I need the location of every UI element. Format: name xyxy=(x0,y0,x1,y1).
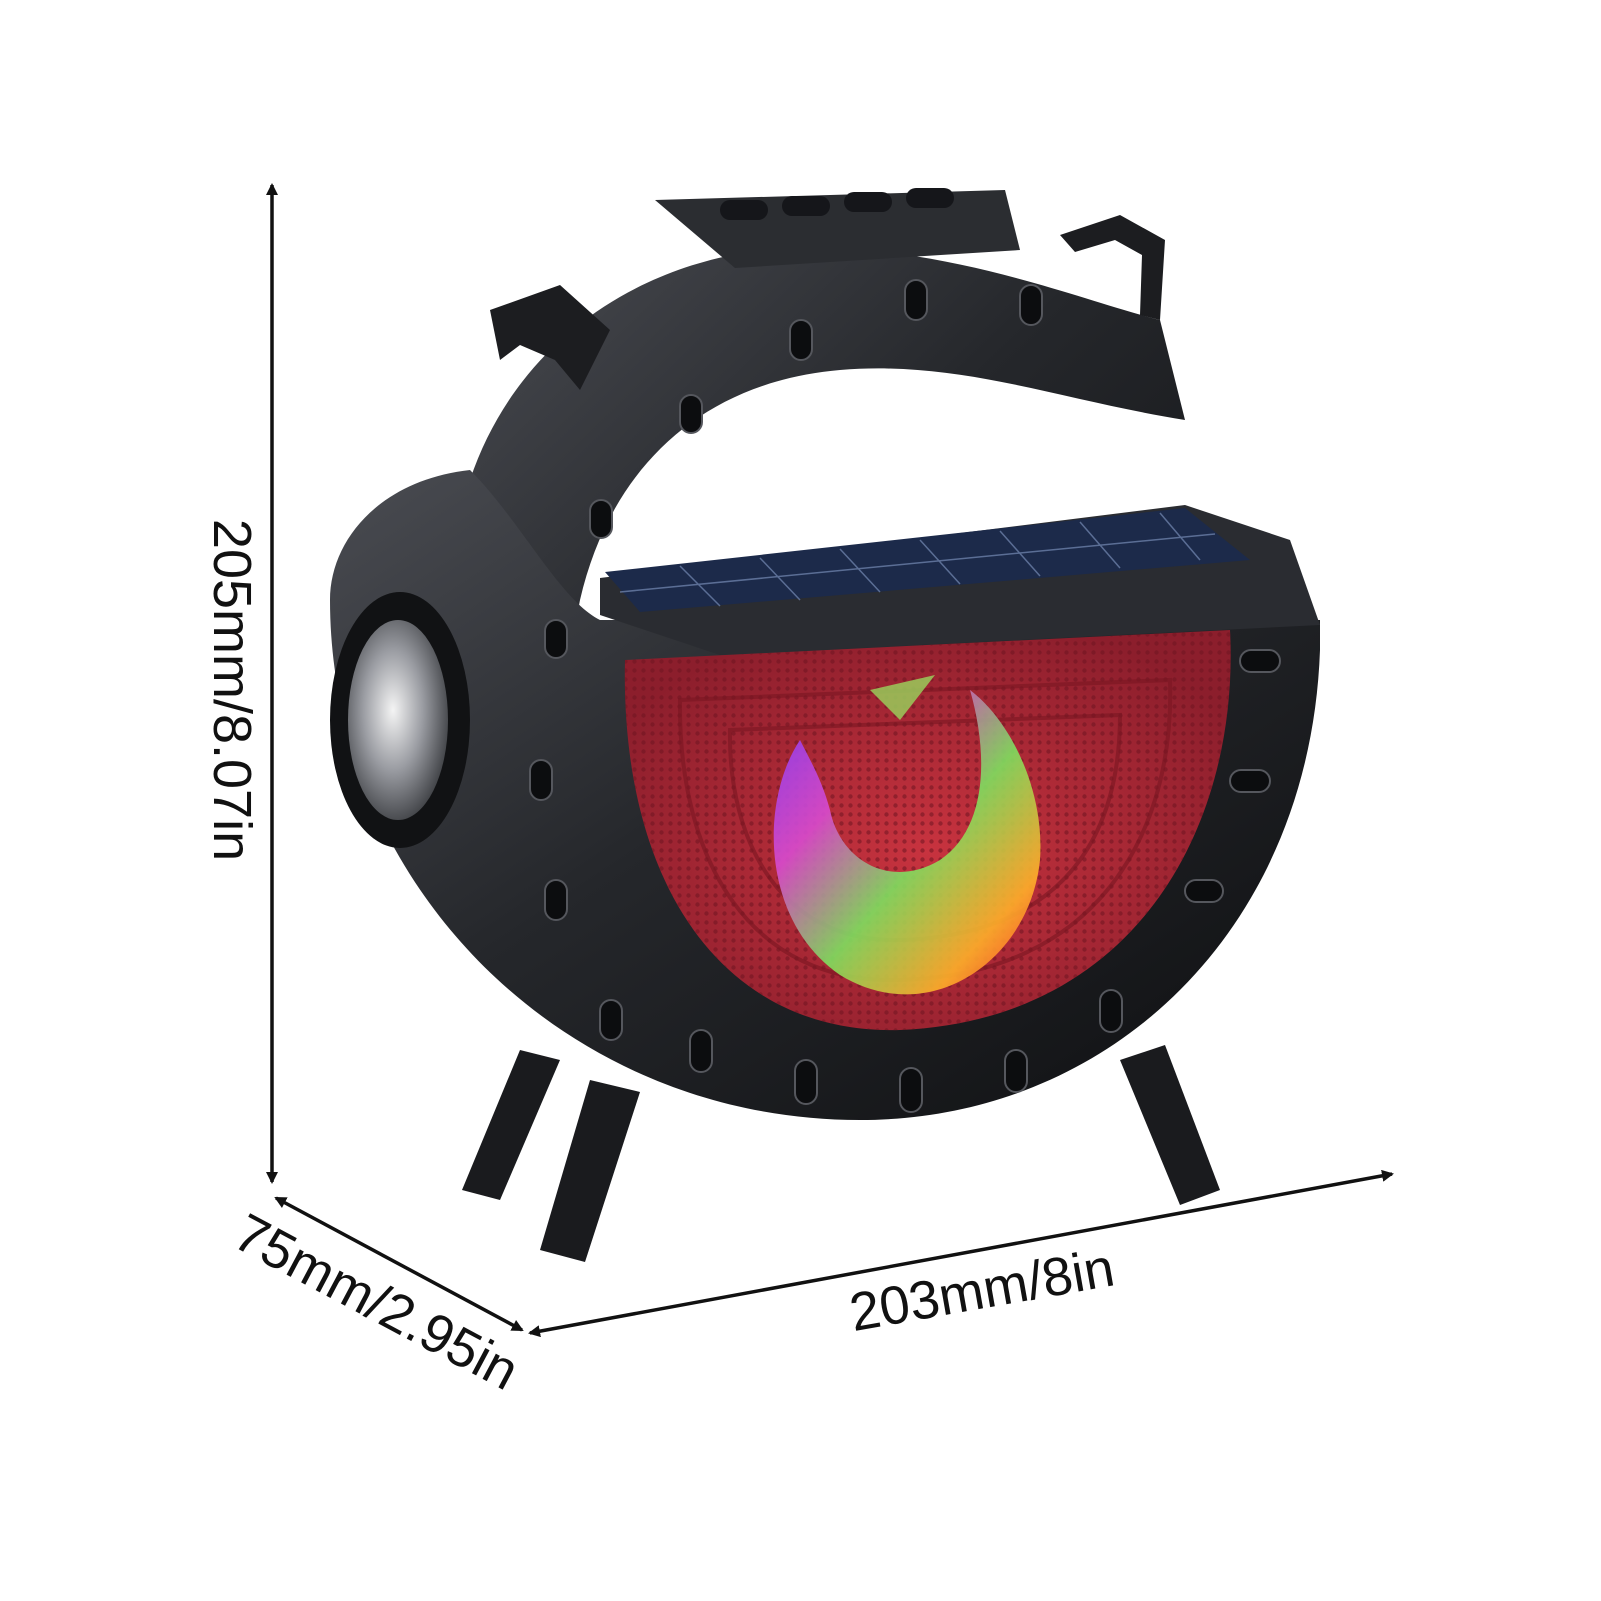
speaker-legs xyxy=(462,1045,1220,1262)
solar-panel xyxy=(600,505,1320,655)
control-button-3[interactable] xyxy=(844,192,892,212)
solar-panel-icon xyxy=(605,508,1250,612)
speaker-grille xyxy=(624,630,1231,1031)
leg-back-left xyxy=(462,1050,560,1200)
width-dimension: 203mm/8in xyxy=(528,1169,1394,1343)
control-button-2[interactable] xyxy=(782,196,830,216)
hang-loop-right xyxy=(1060,215,1165,320)
speaker-product xyxy=(330,188,1320,1262)
flashlight xyxy=(330,592,470,848)
flashlight-lens-icon xyxy=(348,620,448,820)
height-label: 205mm/8.07in xyxy=(202,519,262,861)
width-arrow xyxy=(528,1169,1394,1338)
depth-dimension: 75mm/2.95in xyxy=(225,1196,529,1402)
control-button-4[interactable] xyxy=(906,188,954,208)
rgb-light-icon xyxy=(773,690,1041,995)
hang-loop-left xyxy=(490,285,610,390)
control-panel xyxy=(655,188,1020,268)
depth-label: 75mm/2.95in xyxy=(225,1202,529,1402)
leg-front-right xyxy=(1120,1045,1220,1205)
control-button-1[interactable] xyxy=(720,200,768,220)
height-dimension: 205mm/8.07in xyxy=(202,183,278,1184)
leg-front-left xyxy=(540,1080,640,1262)
depth-arrow xyxy=(274,1196,524,1332)
ring-studs xyxy=(529,279,1281,1113)
width-label: 203mm/8in xyxy=(845,1238,1119,1343)
carry-handle-ring xyxy=(446,247,1185,960)
